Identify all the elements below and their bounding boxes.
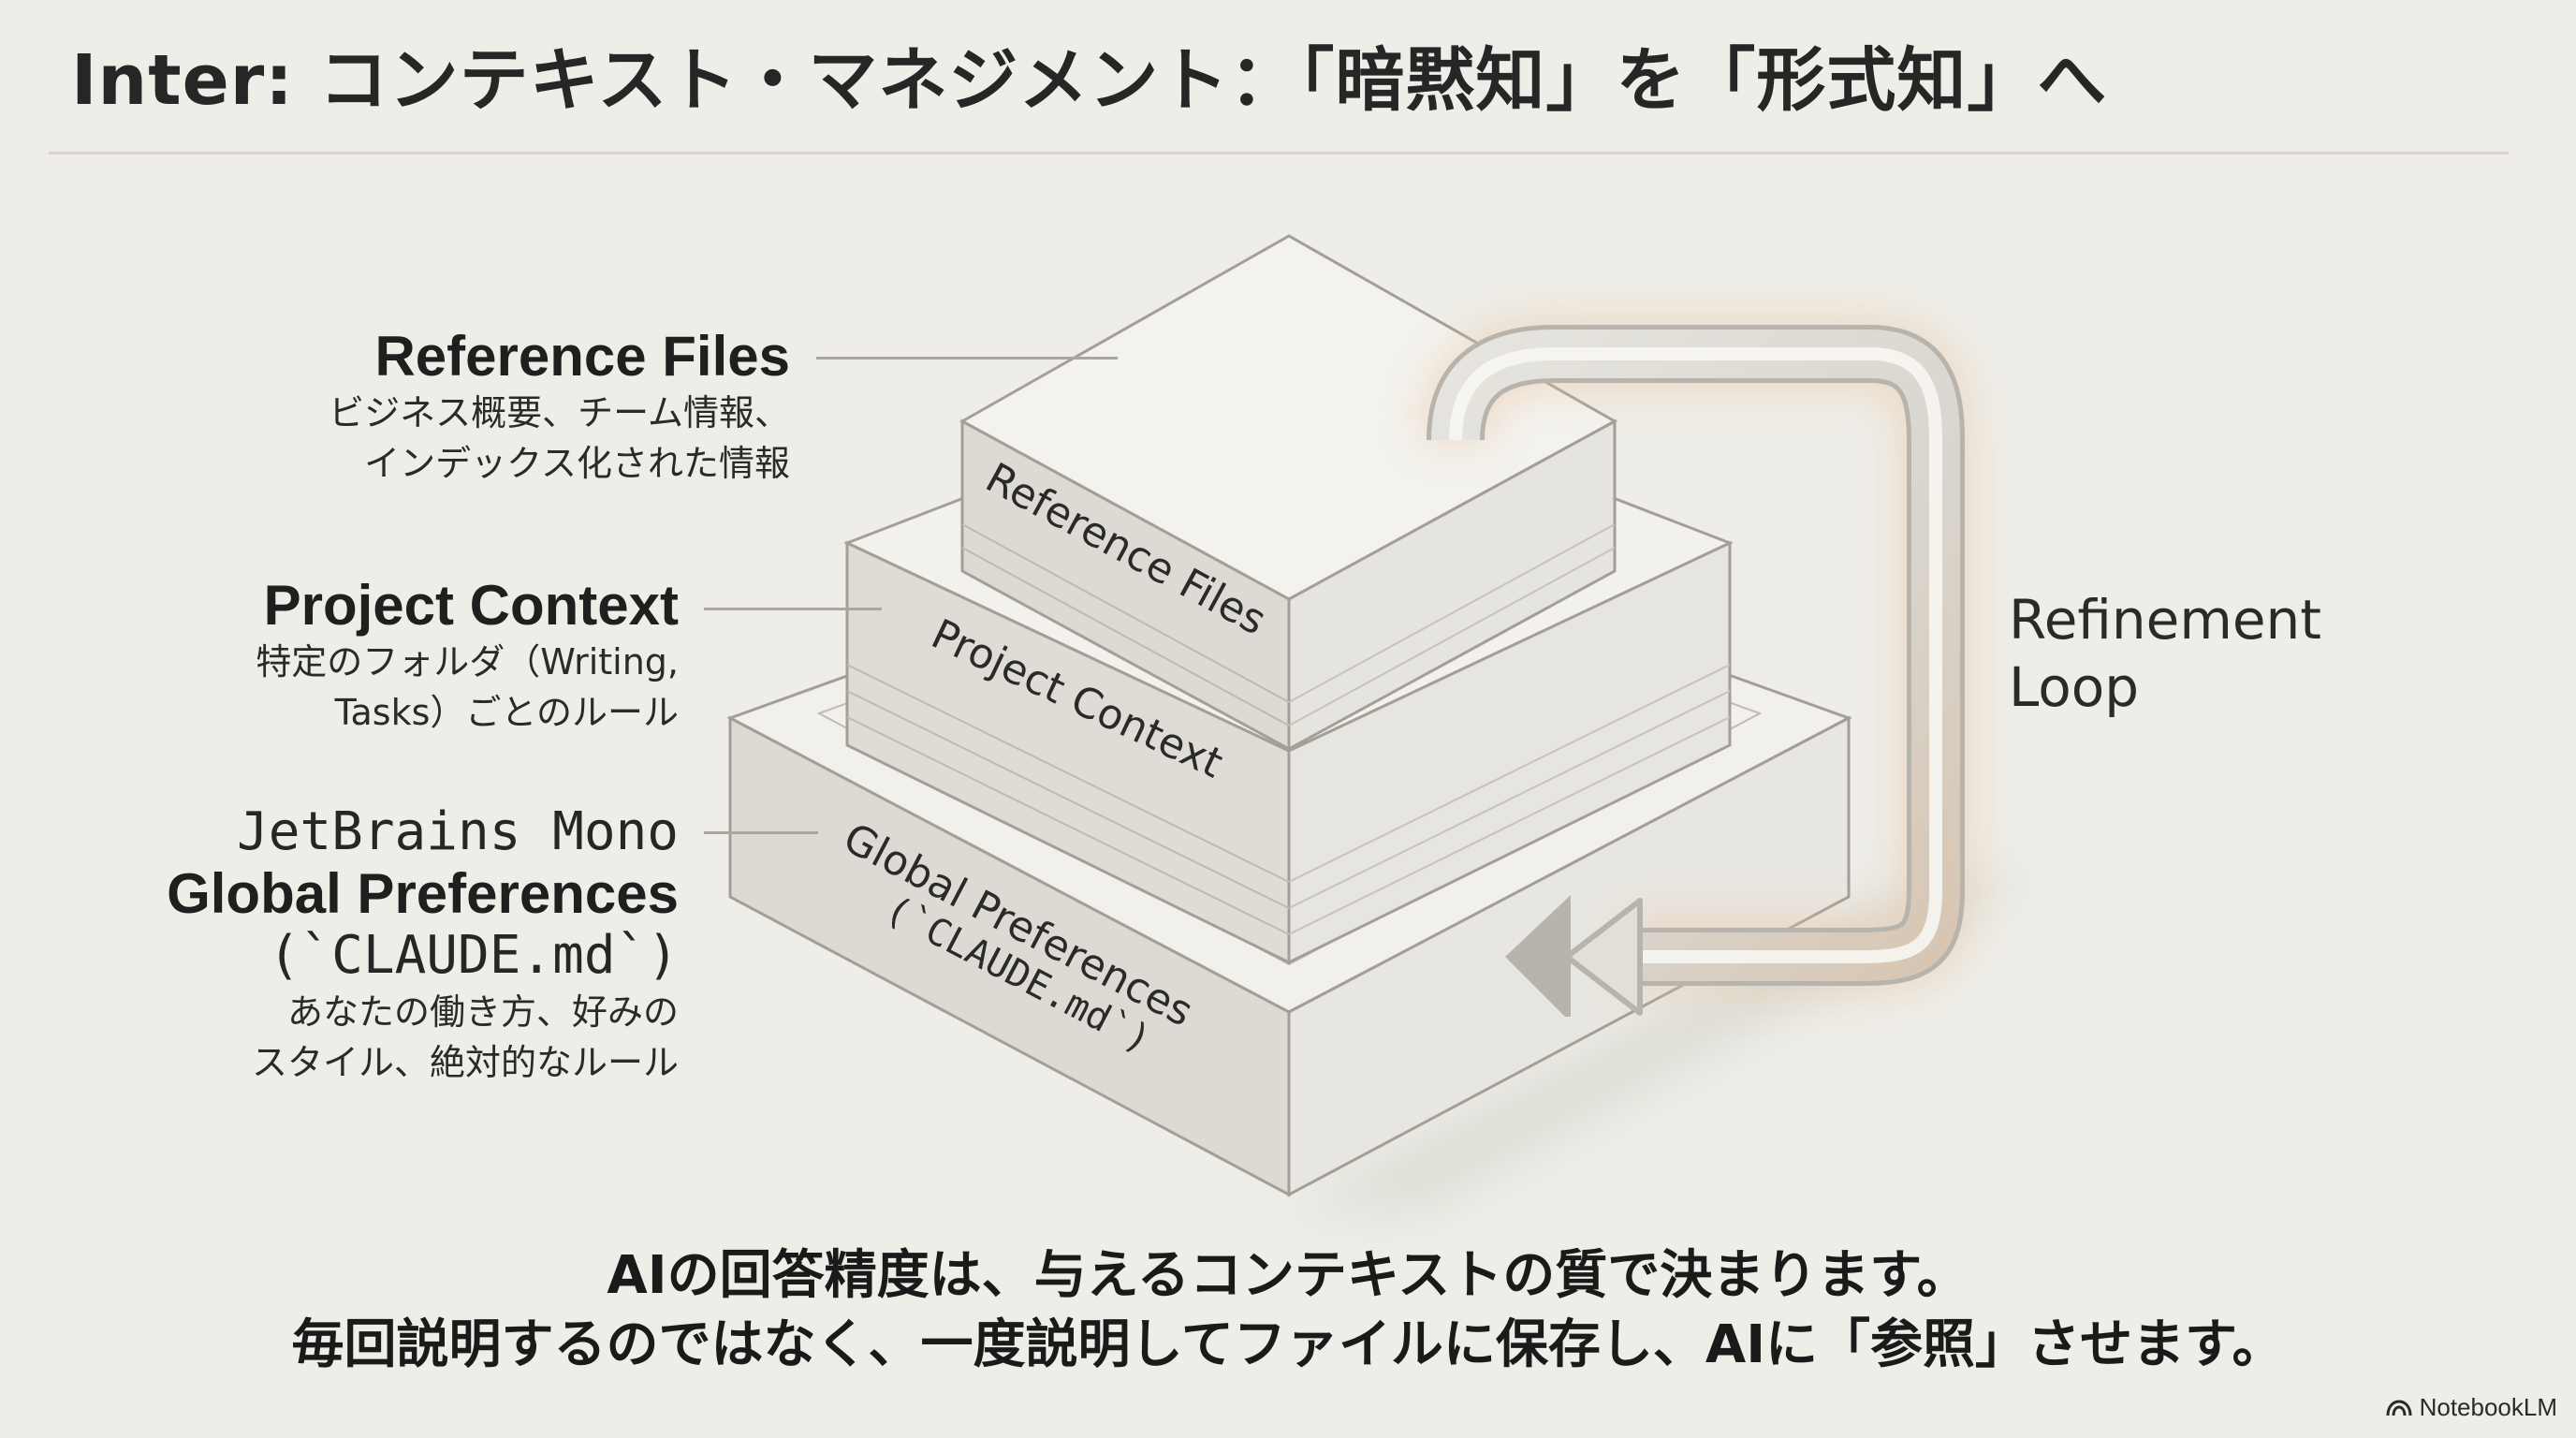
project-block-page-edge — [846, 716, 1290, 935]
refinement-loop-arrow — [1423, 321, 1969, 1017]
brand-name: NotebookLM — [2419, 1393, 2557, 1421]
global-preferences-leader-line — [704, 831, 818, 834]
summary-text: AIの回答精度は、与えるコンテキストの質で決まります。 毎回説明するのではなく、… — [0, 1241, 2576, 1380]
project-context-desc-line-1: 特定のフォルダ（Writing, — [256, 641, 679, 682]
reference-files-label: Reference Files ビジネス概要、チーム情報、 インデックス化された… — [329, 326, 790, 489]
global-preferences-desc-line-1: あなたの働き方、好みの — [286, 991, 679, 1033]
reference-files-desc-line-2: インデックス化された情報 — [364, 443, 790, 484]
project-context-desc-line-2: Tasks）ごとのルール — [334, 692, 679, 733]
project-block-page-edge — [1288, 664, 1731, 883]
layer-block-reference-files: Reference Files — [959, 234, 1618, 752]
project-block-page-edge — [1288, 690, 1731, 909]
notebooklm-watermark: NotebookLM — [2386, 1393, 2557, 1422]
global-preferences-file-name: (`CLAUDE.md`) — [268, 925, 679, 986]
reference-files-desc-line-1: ビジネス概要、チーム情報、 — [329, 392, 790, 433]
global-preferences-heading: Global Preferences — [167, 862, 679, 925]
global-preferences-font-name: JetBrains Mono — [236, 801, 679, 862]
loop-arrow-highlight — [1449, 347, 1942, 963]
summary-line-2: 毎回説明するのではなく、一度説明してファイルに保存し、AIに「参照」させます。 — [291, 1314, 2285, 1375]
reference-files-heading: Reference Files — [374, 325, 790, 388]
refinement-loop-label: Refinement Loop — [2009, 586, 2321, 721]
slide-title: Inter: コンテキスト・マネジメント：「暗黙知」を「形式知」へ — [71, 40, 2108, 121]
project-context-heading: Project Context — [263, 574, 679, 637]
summary-line-1: AIの回答精度は、与えるコンテキストの質で決まります。 — [607, 1245, 1969, 1306]
title-divider — [49, 152, 2509, 154]
reference-files-leader-line — [816, 357, 1118, 360]
global-preferences-label: JetBrains Mono Global Preferences (`CLAU… — [167, 801, 679, 1088]
project-context-leader-line — [704, 608, 882, 610]
project-block-page-edge — [846, 690, 1290, 909]
refinement-loop-label-line-1: Refinement — [2009, 588, 2322, 652]
project-block-right-face — [1287, 540, 1732, 965]
reference-block-page-edge — [961, 523, 1290, 703]
loop-arrow-head — [1505, 895, 1571, 1017]
reference-block-page-edge — [961, 547, 1290, 726]
loop-arrow-head-inner — [1564, 898, 1643, 1016]
notebooklm-logo-icon — [2386, 1399, 2412, 1416]
reference-block-right-face — [1287, 418, 1617, 752]
project-context-label: Project Context 特定のフォルダ（Writing, Tasks）ご… — [256, 575, 679, 738]
project-block-page-edge — [846, 664, 1290, 883]
reference-block-page-edge — [1288, 547, 1616, 726]
global-preferences-desc-line-2: スタイル、絶対的なルール — [251, 1042, 679, 1083]
reference-block-page-edge — [1288, 523, 1616, 703]
refinement-loop-label-line-2: Loop — [2009, 655, 2140, 719]
project-block-page-edge — [1288, 716, 1731, 935]
